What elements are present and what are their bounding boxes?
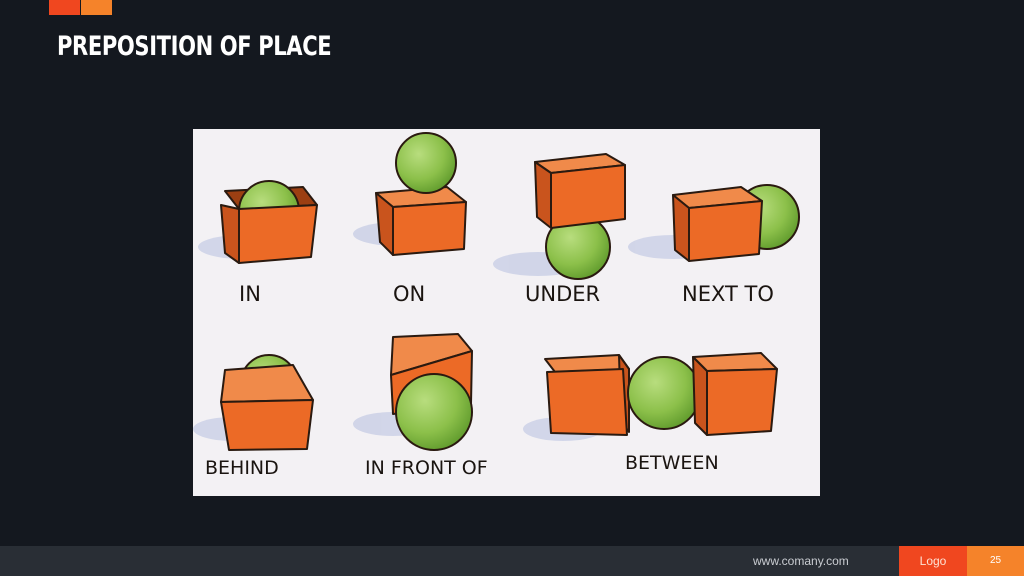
label-in-front-of: IN FRONT OF <box>365 457 488 479</box>
label-in: IN <box>239 282 261 306</box>
label-between: BETWEEN <box>625 452 719 474</box>
slide-footer: www.comany.com Logo 25 <box>0 546 1024 576</box>
scene-in-front-of <box>390 333 473 451</box>
footer-logo: Logo <box>899 546 967 576</box>
scene-next-to <box>672 184 800 262</box>
label-on: ON <box>393 282 425 306</box>
scene-behind <box>220 354 314 451</box>
label-under: UNDER <box>525 282 600 306</box>
accent-bar-red <box>49 0 80 15</box>
preposition-illustration: IN ON UNDER NEXT TO BEHIND IN FRONT OF B… <box>193 129 820 496</box>
footer-website: www.comany.com <box>753 554 849 568</box>
scene-on <box>375 132 467 256</box>
page-number: 25 <box>967 546 1024 576</box>
label-next-to: NEXT TO <box>682 282 774 306</box>
accent-bar-orange <box>81 0 112 15</box>
scene-between <box>544 352 778 436</box>
scene-under <box>534 153 626 280</box>
label-behind: BEHIND <box>205 457 279 479</box>
slide-title: PREPOSITION OF PLACE <box>57 31 332 62</box>
scene-in <box>220 180 318 264</box>
